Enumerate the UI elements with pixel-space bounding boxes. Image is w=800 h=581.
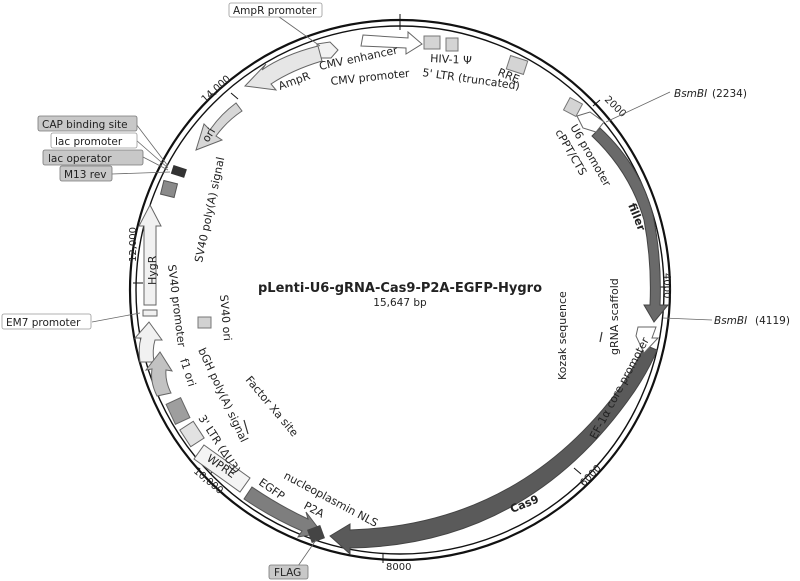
leader-lac-promoter <box>135 139 169 169</box>
svg-text:M13 rev: M13 rev <box>64 169 107 181</box>
svg-text:CAP binding site: CAP binding site <box>42 119 128 131</box>
svg-text:FLAG: FLAG <box>274 567 301 579</box>
svg-text:(2234): (2234) <box>712 88 747 100</box>
label-factor-xa: Factor Xa site <box>243 374 301 440</box>
label-gscaffold: gRNA scaffold <box>608 278 621 355</box>
tick-label-12000: 12,000 <box>128 227 139 262</box>
boxed-label-cap: CAP binding site <box>37 115 138 132</box>
svg-text:(4119): (4119) <box>755 315 790 327</box>
leader-bsmbi-2 <box>662 317 713 321</box>
factor-xa-mark <box>243 419 249 435</box>
f1-ori-arrow <box>144 351 174 397</box>
cas9-arrow <box>329 344 658 556</box>
tick-2000 <box>592 99 601 107</box>
svg-text:lac operator: lac operator <box>48 153 112 165</box>
u6-arrow <box>576 111 605 133</box>
ltr3-box <box>179 420 205 448</box>
site-bsmbi-4119: BsmBI (4119) <box>714 315 790 327</box>
ef1a-arrow <box>635 326 660 354</box>
svg-text:EM7 promoter: EM7 promoter <box>6 317 81 329</box>
leader-bsmbi-1 <box>605 91 671 123</box>
label-cmv-promoter: CMV promoter <box>330 67 411 88</box>
tick-label-8000: 8000 <box>386 562 411 573</box>
cmv-arrow <box>360 30 423 55</box>
svg-text:AmpR promoter: AmpR promoter <box>233 5 317 17</box>
plasmid-size: 15,647 bp <box>373 297 427 309</box>
boxed-label-flag: FLAG <box>268 564 309 580</box>
label-hygr: HygR <box>146 255 159 285</box>
kozak-mark <box>599 331 603 343</box>
leader-ampr-promoter <box>274 13 321 47</box>
boxed-label-lac-promoter: lac promoter <box>50 132 138 149</box>
boxed-label-em7: EM7 promoter <box>1 313 92 330</box>
tick-6000 <box>573 467 582 475</box>
leader-lac-operator <box>142 156 169 171</box>
ampr-arrow <box>243 45 323 91</box>
label-sv40-ori: SV40 ori <box>217 294 234 341</box>
label-hiv: HIV-1 Ψ <box>430 52 472 67</box>
ltr5-box <box>445 37 459 52</box>
plasmid-title: pLenti-U6-gRNA-Cas9-P2A-EGFP-Hygro <box>258 281 542 296</box>
label-f1-ori: f1 ori <box>177 357 198 388</box>
svg-text:BsmBI: BsmBI <box>714 315 747 327</box>
p2a-nls-marker <box>307 525 325 543</box>
sv40-pa-box <box>159 179 179 199</box>
leader-em7 <box>91 312 141 323</box>
site-bsmbi-2234: BsmBI (2234) <box>674 88 747 100</box>
sv40-promoter-arrow <box>133 321 163 363</box>
filler-arrow <box>591 127 670 323</box>
tick-label-4000: 4000 <box>661 273 672 298</box>
rre-box <box>505 54 529 76</box>
bgh-box <box>165 396 191 426</box>
boxed-label-m13: M13 rev <box>59 165 113 182</box>
label-sv40-promoter: SV40 promoter <box>165 264 188 348</box>
sv40-ori-box <box>197 316 212 329</box>
label-ori: ori <box>200 126 219 145</box>
hiv-box <box>423 35 441 50</box>
boxed-label-ampr-promoter: AmpR promoter <box>228 2 323 18</box>
em7-promoter-shape <box>142 309 158 317</box>
label-sv40-pa: SV40 poly(A) signal <box>192 156 227 264</box>
cppt-box <box>562 96 584 118</box>
lac-elements <box>170 165 187 178</box>
boxed-label-lac-operator: lac operator <box>42 149 144 166</box>
leader-flag <box>297 539 317 567</box>
tick-label-6000: 6000 <box>578 463 604 489</box>
leader-cap <box>135 123 169 167</box>
label-kozak: Kozak sequence <box>556 291 569 380</box>
leader-m13 <box>111 171 171 175</box>
wpre-box <box>193 444 251 493</box>
hygr-arrow <box>138 203 162 306</box>
ori-arrow <box>195 102 243 151</box>
tick-14000 <box>230 92 239 100</box>
svg-text:BsmBI: BsmBI <box>674 88 707 100</box>
svg-text:lac promoter: lac promoter <box>55 136 123 148</box>
